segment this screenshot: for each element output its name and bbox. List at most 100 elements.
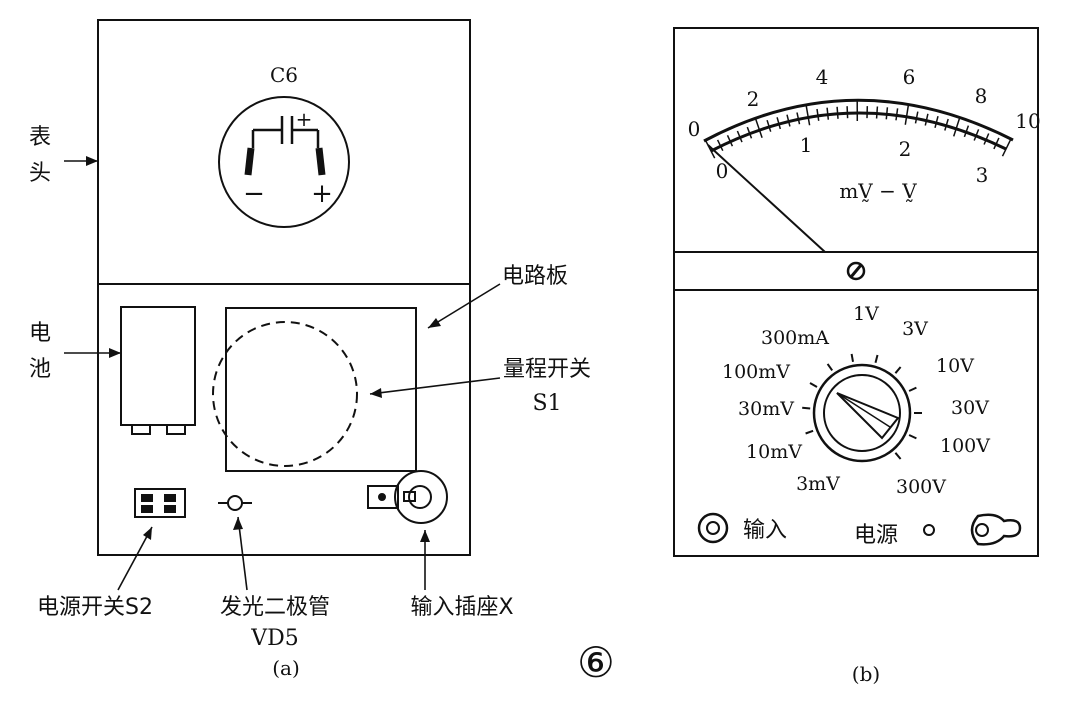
range-dial-tick bbox=[805, 429, 814, 435]
led-id: VD5 bbox=[250, 626, 299, 651]
capacitor-mount-circle bbox=[218, 96, 350, 228]
scale-tick bbox=[816, 108, 820, 121]
scale-tick bbox=[726, 134, 734, 147]
range-dial-tick bbox=[802, 406, 811, 410]
scale-tick bbox=[716, 139, 724, 152]
scale-tick bbox=[754, 118, 763, 138]
range-label-100mV: 100mV bbox=[722, 361, 790, 383]
scale-tick bbox=[704, 139, 716, 159]
power-switch-pins bbox=[141, 494, 176, 513]
input-jack-outer[interactable] bbox=[697, 512, 729, 544]
arrowheads-a bbox=[86, 156, 441, 542]
range-switch-id: S1 bbox=[532, 391, 561, 416]
scale-tick bbox=[836, 106, 839, 119]
input-socket-label: 输入插座X bbox=[410, 595, 513, 620]
figure-number: ⑥ bbox=[577, 638, 615, 687]
range-dial-pointer-mid bbox=[836, 392, 891, 428]
range-dial-tick bbox=[894, 452, 902, 460]
range-dial-outer bbox=[812, 363, 912, 463]
input-socket-tab bbox=[403, 491, 416, 502]
upper-scale-arc bbox=[703, 98, 1014, 143]
scale-tick bbox=[826, 107, 830, 120]
scale-tick bbox=[786, 114, 791, 127]
upper-scale-label: 6 bbox=[903, 65, 916, 89]
scale-tick bbox=[944, 118, 949, 131]
range-dial-inner bbox=[823, 374, 901, 452]
range-label-10mV: 10mV bbox=[746, 441, 802, 463]
capacitor-label: C6 bbox=[270, 63, 298, 87]
led-symbol bbox=[227, 495, 243, 511]
zero-adjust-slot bbox=[849, 264, 863, 278]
range-label-300mA: 300mA bbox=[761, 327, 829, 349]
battery-label-1: 电 bbox=[29, 321, 51, 346]
device-back-outline bbox=[97, 19, 471, 556]
scale-tick bbox=[993, 137, 1000, 150]
power-label: 电源 bbox=[854, 523, 898, 548]
range-switch-outline bbox=[212, 321, 358, 467]
scale-tick bbox=[805, 105, 811, 126]
range-dial-pointer-line bbox=[836, 392, 883, 439]
range-label-30mV: 30mV bbox=[738, 398, 794, 420]
range-label-10V: 10V bbox=[936, 355, 974, 377]
range-dial-tick bbox=[894, 366, 902, 374]
input-socket-inner bbox=[408, 485, 432, 509]
meter-head-label-1: 表 bbox=[29, 125, 51, 150]
scale-tick bbox=[1001, 137, 1012, 157]
leader-lines bbox=[64, 160, 501, 591]
scale-ticks bbox=[704, 100, 1012, 159]
range-dial-tick bbox=[850, 353, 854, 362]
input-socket-screw bbox=[378, 493, 386, 501]
power-switch-label: 电源开关S2 bbox=[37, 595, 153, 620]
led-label: 发光二极管 bbox=[220, 595, 330, 620]
scale-tick bbox=[875, 106, 879, 119]
scale-tick bbox=[983, 133, 990, 145]
meter-head-label-2: 头 bbox=[29, 161, 51, 186]
capacitor-lead-left bbox=[244, 147, 255, 176]
range-label-30V: 30V bbox=[951, 397, 989, 419]
panel-a bbox=[64, 19, 501, 591]
scale-tick bbox=[736, 130, 743, 143]
circuit-board-label: 电路板 bbox=[502, 264, 568, 289]
lower-scale-label: 1 bbox=[800, 133, 813, 157]
scale-tick bbox=[846, 106, 849, 119]
capacitor-minus-sign: − bbox=[243, 179, 265, 209]
scale-tick bbox=[963, 125, 970, 138]
scale-tick bbox=[885, 107, 889, 120]
unit-label: mV̰ − V̰ bbox=[839, 179, 917, 203]
scale-tick bbox=[973, 129, 980, 141]
range-label-3V: 3V bbox=[902, 318, 928, 340]
panel-b bbox=[673, 27, 1039, 557]
scale-tick bbox=[924, 113, 929, 126]
input-label: 输入 bbox=[743, 518, 787, 543]
power-toggle-switch[interactable] bbox=[970, 513, 1022, 546]
range-switch-label: 量程开关 bbox=[503, 357, 591, 382]
battery-terminal-right bbox=[166, 424, 186, 435]
scale-tick bbox=[952, 117, 961, 137]
scale-tick bbox=[904, 104, 910, 125]
scale-tick bbox=[776, 117, 782, 130]
range-dial-tick bbox=[826, 363, 834, 371]
capacitor-plus-small: + bbox=[296, 107, 313, 131]
range-dial-tick bbox=[809, 382, 818, 388]
lower-scale-label: 2 bbox=[899, 137, 912, 161]
scale-tick bbox=[934, 116, 939, 128]
range-dial-ticks bbox=[802, 353, 922, 460]
input-socket-outer bbox=[394, 470, 448, 524]
range-label-100V: 100V bbox=[940, 435, 990, 457]
scale-tick bbox=[746, 126, 753, 139]
range-dial-tick bbox=[908, 386, 917, 392]
scale-tick bbox=[796, 112, 801, 125]
range-label-3mV: 3mV bbox=[796, 473, 840, 495]
upper-scale-label: 4 bbox=[816, 65, 829, 89]
capacitor-symbol bbox=[251, 116, 320, 148]
caption-b: (b) bbox=[852, 662, 880, 686]
range-label-300V: 300V bbox=[896, 476, 946, 498]
caption-a: (a) bbox=[272, 656, 300, 680]
lower-scale-label: 3 bbox=[976, 163, 989, 187]
upper-scale-label: 8 bbox=[975, 84, 988, 108]
circuit-board bbox=[225, 307, 417, 472]
lower-scale-label: 0 bbox=[716, 159, 729, 183]
battery-terminal-left bbox=[131, 424, 151, 435]
battery-box bbox=[120, 306, 196, 426]
